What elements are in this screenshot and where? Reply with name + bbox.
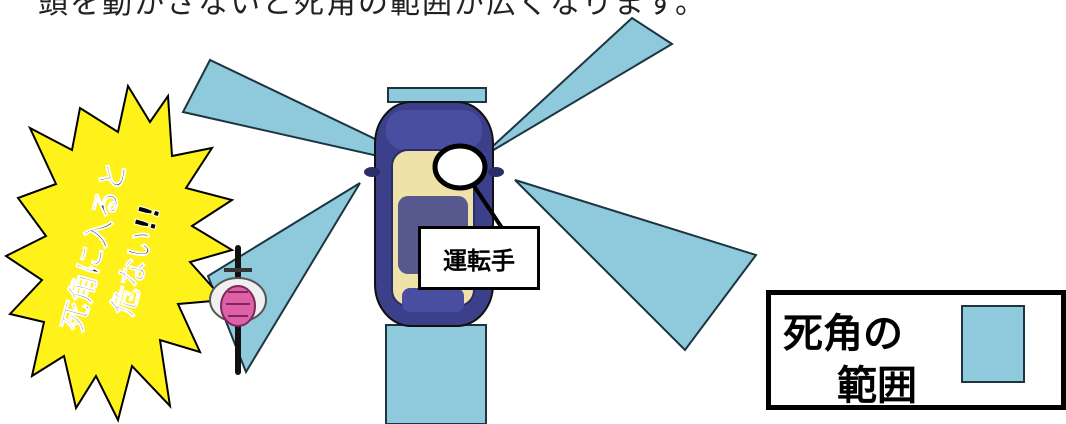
blind-spot-front (387, 87, 487, 103)
caption-text: 頭を動かさないと死角の範囲が広くなります。 (38, 0, 707, 21)
blind-spot-rear (385, 324, 487, 424)
driver-label: 運転手 (418, 226, 540, 290)
legend-label-line2: 範囲 (837, 363, 917, 409)
legend-label-line1: 死角の (783, 311, 903, 357)
car-topview-icon (364, 101, 504, 327)
driver-head-icon (432, 143, 488, 191)
blind-spot-left-mirror (206, 182, 361, 375)
blind-spot-right-mirror (514, 179, 758, 352)
driver-pointer-line (472, 184, 504, 230)
starburst-icon (4, 83, 235, 423)
legend-swatch (961, 305, 1025, 383)
legend-box: 死角の 範囲 (766, 290, 1066, 410)
bicycle-rider-icon (209, 245, 267, 375)
blind-spot-upper-right (479, 16, 674, 159)
